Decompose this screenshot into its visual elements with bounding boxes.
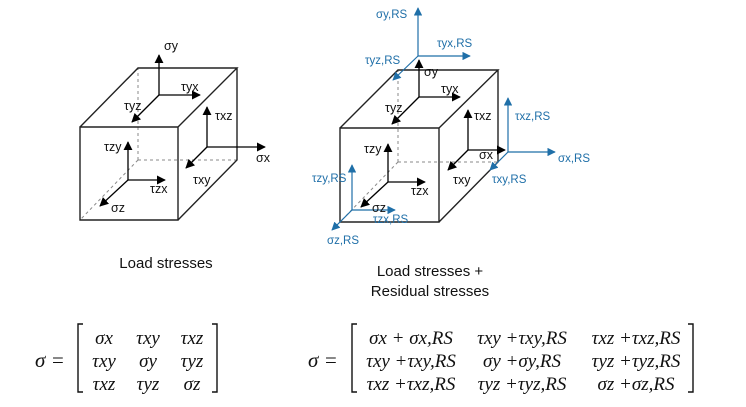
right-matrix-lhs: σ = [308, 348, 338, 372]
left-stress-cube: σy τyx τyz τxz σx τzy τxy τzx σz Load st… [79, 39, 271, 272]
label-tau-xy: τxy [453, 173, 471, 187]
arrow-sigma-z-rs [331, 209, 353, 231]
label-tau-xz-rs: τxz,RS [515, 111, 551, 123]
right_matrix-cell-r2-c2: σy +σy,RS [483, 351, 561, 372]
label-sigma-x-rs: σx,RS [558, 153, 590, 165]
left_matrix-cell-r1-c1: σx [95, 328, 113, 349]
right_matrix-cell-r1-c3: τxz +τxz,RS [592, 328, 681, 349]
label-tau-xy: τxy [193, 173, 211, 187]
label-tau-zy-rs: τzy,RS [312, 173, 347, 185]
right_matrix-cell-r1-c2: τxy +τxy,RS [477, 328, 567, 349]
label-tau-yx: τyx [441, 82, 459, 96]
left-matrix-bracket-close [212, 323, 218, 393]
label-tau-xz: τxz [474, 109, 491, 123]
arrow-sigma-z [99, 179, 129, 207]
label-sigma-z-rs: σz,RS [327, 235, 359, 247]
label-tau-xy-rs: τxy,RS [492, 174, 527, 186]
arrow-tau-xy [185, 146, 208, 169]
left_matrix-cell-r1-c2: τxy [136, 328, 160, 349]
label-tau-zx-rs: τzx,RS [373, 214, 409, 226]
right_matrix-cell-r3-c1: τxz +τxz,RS [367, 374, 456, 395]
right_matrix-cell-r1-c1: σx + σx,RS [369, 328, 453, 349]
label-tau-yx-rs: τyx,RS [437, 38, 473, 50]
right-cube-caption-line1: Load stresses + [377, 263, 484, 280]
right_matrix-cell-r2-c3: τyz +τyz,RS [592, 351, 681, 372]
left_matrix-cell-r3-c1: τxz [93, 374, 116, 395]
left-matrix-lhs: σ = [35, 348, 65, 372]
right-matrix-bracket-close [688, 323, 694, 393]
label-tau-zy: τzy [104, 140, 122, 154]
label-sigma-x: σx [256, 151, 271, 165]
right_matrix-cell-r2-c1: τxy +τxy,RS [366, 351, 456, 372]
arrow-sigma-z [360, 181, 389, 208]
label-tau-zx: τzx [150, 182, 168, 196]
left-cube-edges [79, 67, 239, 221]
label-tau-yz: τyz [124, 99, 141, 113]
label-tau-yx: τyx [181, 80, 199, 94]
left-cube-caption: Load stresses [119, 255, 212, 272]
right-cube-load-arrows [360, 59, 506, 208]
left_matrix-cell-r3-c3: σz [184, 374, 201, 395]
right-stress-cube: σy τyx τyz τxz σx τzy τxy τzx σz σy,RS τ… [312, 7, 590, 300]
arrow-tau-yz [131, 94, 160, 123]
label-sigma-z: σz [372, 201, 386, 215]
left-cube-arrows [99, 54, 266, 207]
label-tau-zx: τzx [411, 184, 429, 198]
left_matrix-cell-r2-c1: τxy [92, 351, 116, 372]
right-cube-residual-arrows [331, 7, 556, 231]
label-sigma-z: σz [111, 201, 125, 215]
label-sigma-y-rs: σy,RS [376, 9, 407, 21]
label-sigma-y: σy [164, 39, 179, 53]
right-cube-caption-line2: Residual stresses [371, 283, 489, 300]
left_matrix-cell-r2-c3: τyz [181, 351, 204, 372]
left_matrix-cell-r3-c2: τyz [137, 374, 160, 395]
label-tau-xz: τxz [215, 109, 232, 123]
left-matrix-bracket-open [77, 323, 83, 393]
label-sigma-x: σx [479, 148, 494, 162]
right_matrix-cell-r3-c3: σz +σz,RS [598, 374, 675, 395]
left_matrix-cell-r2-c2: σy [139, 351, 157, 372]
arrow-tau-xy [447, 149, 469, 171]
right_matrix-cell-r3-c2: τyz +τyz,RS [478, 374, 567, 395]
label-tau-zy: τzy [364, 142, 382, 156]
arrow-tau-yz-rs [392, 55, 419, 81]
arrow-tau-yz [391, 96, 420, 125]
left_matrix-cell-r1-c3: τxz [181, 328, 204, 349]
label-tau-yz: τyz [385, 101, 402, 115]
label-tau-yz-rs: τyz,RS [365, 55, 401, 67]
label-sigma-y: σy [424, 65, 439, 79]
right-matrix-bracket-open [351, 323, 357, 393]
arrow-tau-xy-rs [489, 151, 509, 171]
